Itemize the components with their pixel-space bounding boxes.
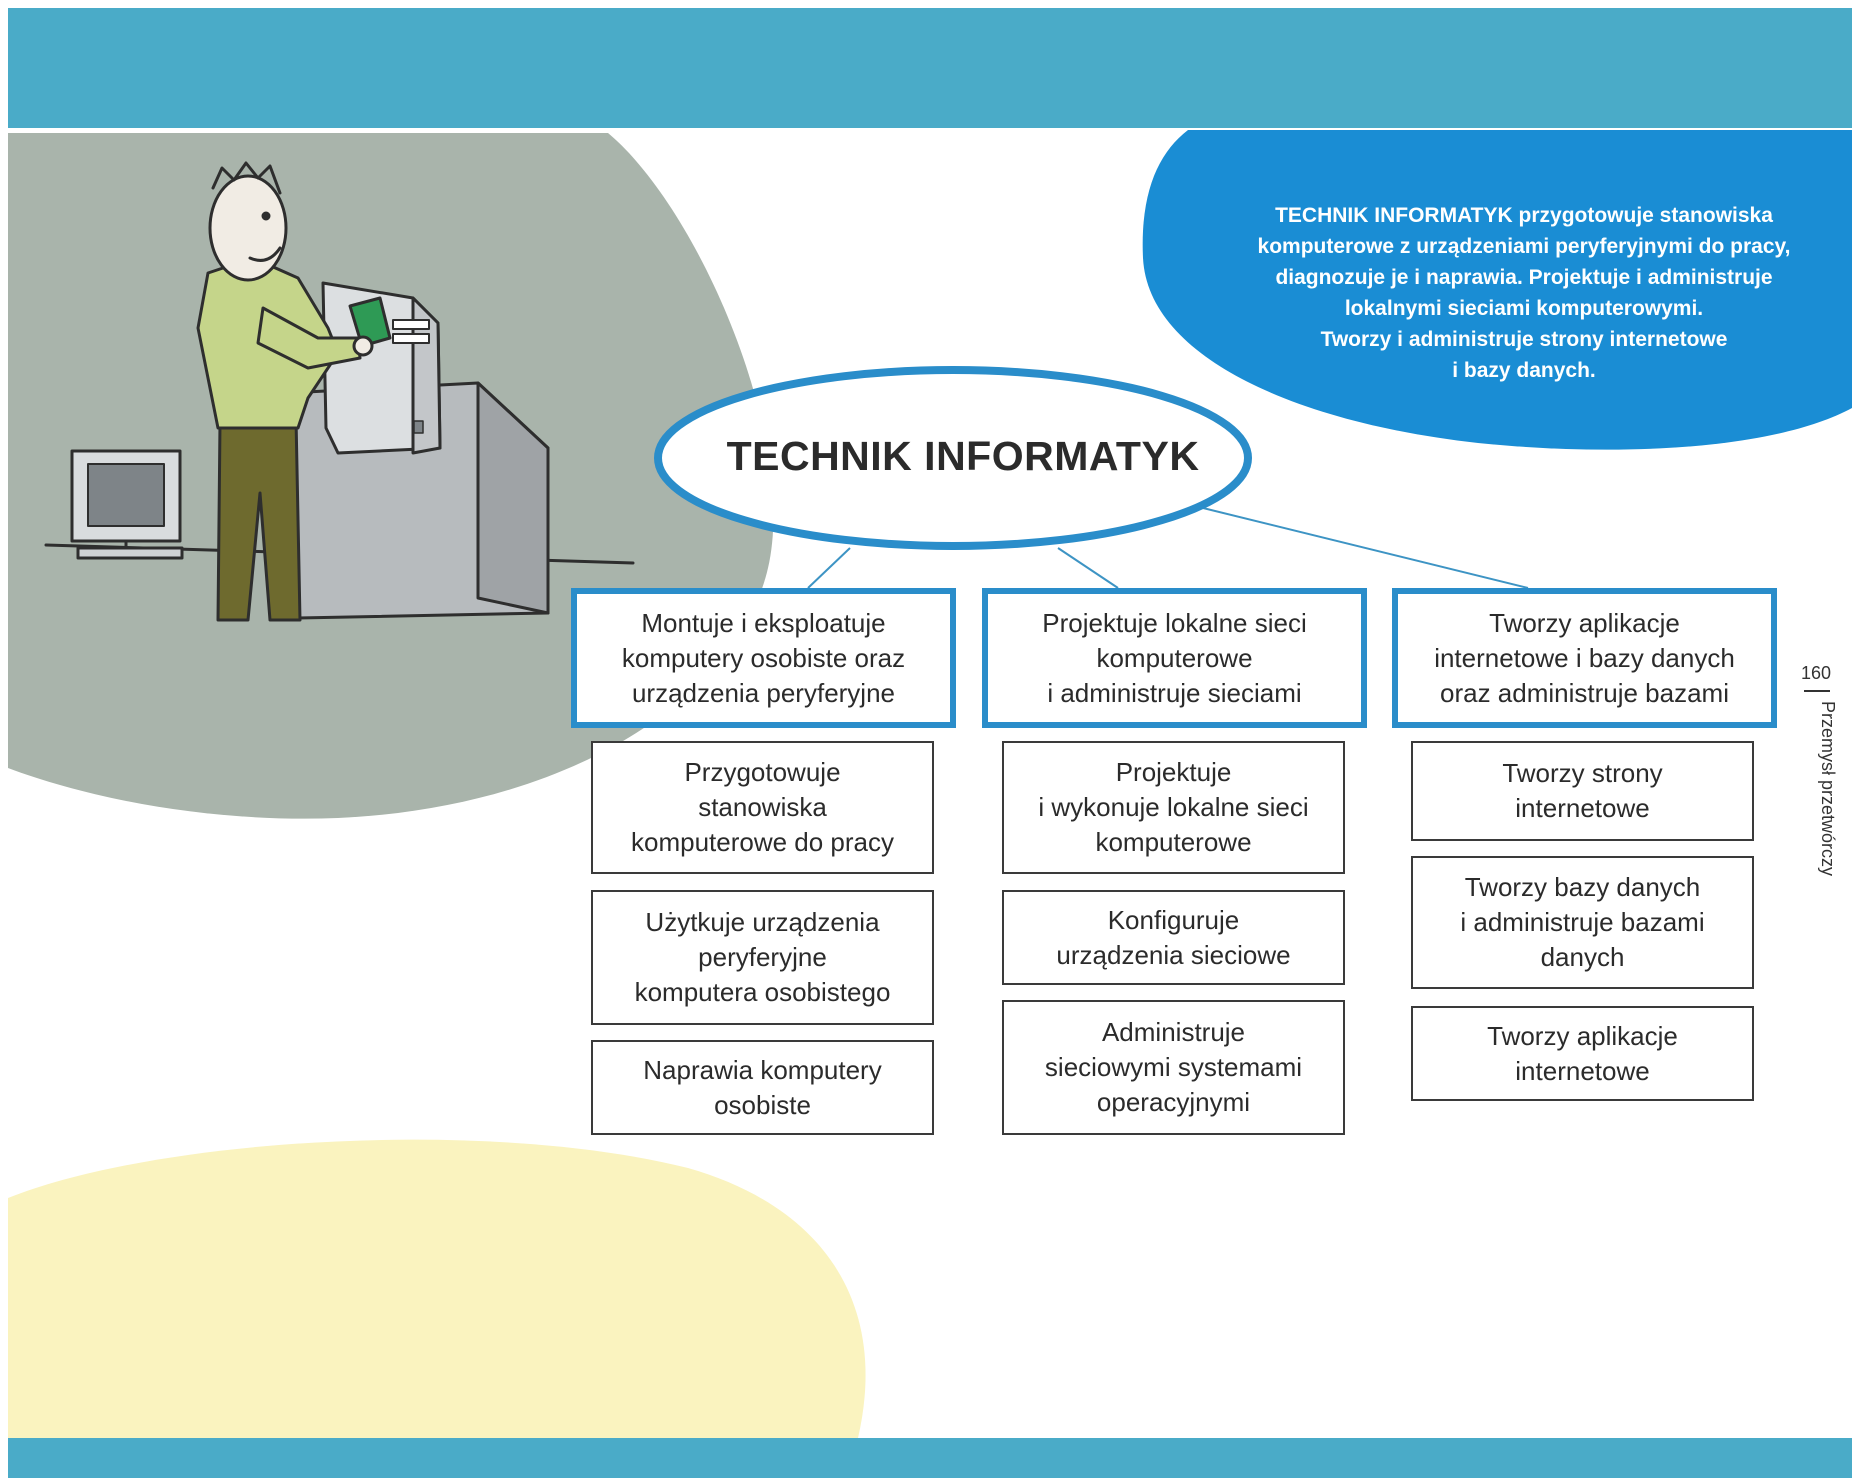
task-box: Projektuje i wykonuje lokalne sieci komp… (1002, 741, 1345, 874)
intro-line: diagnozuje je i naprawia. Projektuje i a… (1275, 266, 1773, 289)
connector-left (807, 547, 851, 589)
intro-line: komputerowe z urządzeniami peryferyjnymi… (1257, 235, 1791, 258)
top-band (8, 8, 1852, 128)
page-number: 160 (1800, 663, 1832, 683)
task-box: Użytkuje urządzenia peryferyjne komputer… (591, 890, 934, 1025)
task-box: Tworzy bazy danych i administruje bazami… (1411, 856, 1754, 989)
connectors (807, 507, 1529, 589)
category-box-web: Tworzy aplikacje internetowe i bazy dany… (1392, 588, 1777, 728)
task-box: Tworzy strony internetowe (1411, 741, 1754, 841)
title-ellipse (654, 366, 1252, 550)
info-bubble (1142, 130, 1852, 450)
task-box: Przygotowuje stanowiska komputerowe do p… (591, 741, 934, 874)
intro-line: Tworzy i administruje strony internetowe (1320, 328, 1728, 351)
page: TECHNIK INFORMATYK przygotowuje stanowis… (8, 8, 1852, 1478)
trousers (216, 416, 302, 622)
head (208, 174, 288, 282)
technician-illustration (44, 161, 635, 622)
connector-middle (1057, 547, 1119, 589)
green-card (348, 296, 392, 348)
bottom-band (8, 1438, 1852, 1478)
diagram-title: TECHNIK INFORMATYK (726, 433, 1200, 479)
yellow-circle (8, 1139, 866, 1438)
section-label: Przemysł przetwórczy (1818, 701, 1838, 877)
task-box: Tworzy aplikacje internetowe (1411, 1006, 1754, 1101)
task-box: Konfiguruje urządzenia sieciowe (1002, 890, 1345, 985)
category-box-networks: Projektuje lokalne sieci komputerowe i a… (982, 588, 1367, 728)
task-box: Administruje sieciowymi systemami operac… (1002, 1000, 1345, 1135)
connector-right (1202, 507, 1529, 589)
intro-text: TECHNIK INFORMATYK przygotowuje stanowis… (1214, 200, 1834, 386)
intro-line: TECHNIK INFORMATYK przygotowuje stanowis… (1275, 204, 1773, 227)
intro-line: lokalnymi sieciami komputerowymi. (1344, 297, 1704, 320)
intro-line: i bazy danych. (1452, 359, 1596, 382)
page-number-rule (1804, 690, 1830, 692)
task-box: Naprawia komputery osobiste (591, 1040, 934, 1135)
category-box-hardware: Montuje i eksploatuje komputery osobiste… (571, 588, 956, 728)
background-art (8, 130, 1852, 1438)
